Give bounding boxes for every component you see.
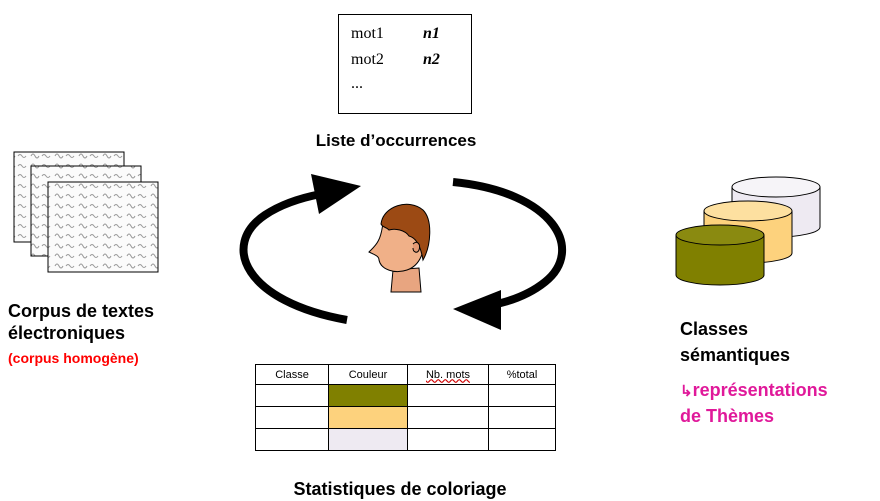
cycle-arrow-top — [239, 190, 348, 324]
turn-arrow-icon: ↳ — [680, 383, 693, 400]
cell-nb — [407, 428, 489, 451]
stats-title: Statistiques de coloriage — [293, 479, 507, 499]
cell-nb — [407, 406, 489, 429]
cell-total — [488, 384, 556, 407]
color-swatch — [328, 384, 408, 407]
corpus-subtitle: (corpus homogène) — [8, 350, 139, 366]
cell-total — [488, 406, 556, 429]
header-classe: Classe — [255, 364, 329, 385]
cell-classe — [255, 384, 329, 407]
table-row — [255, 406, 556, 429]
person-head-icon — [368, 203, 431, 293]
stats-table: Classe Couleur Nb. mots %total — [255, 364, 556, 451]
table-row — [255, 384, 556, 407]
color-swatch — [328, 406, 408, 429]
header-couleur: Couleur — [328, 364, 408, 385]
header-total: %total — [488, 364, 556, 385]
cell-total — [488, 428, 556, 451]
occurrence-row: ... — [351, 75, 363, 92]
cycle-arrowhead-bottom — [453, 290, 501, 330]
cylinder-front — [675, 224, 765, 286]
table-row — [255, 428, 556, 451]
document-page — [47, 181, 159, 273]
cycle-arrows-icon — [239, 174, 567, 330]
occurrence-list-title: Liste d’occurrences — [315, 131, 477, 150]
classes-title: Classes sémantiques — [680, 319, 791, 365]
documents-stack-icon — [13, 151, 159, 273]
themes-label: ↳représentations de Thèmes — [680, 380, 828, 426]
header-nb-mots: Nb. mots — [407, 364, 489, 385]
cycle-arrow-bottom — [452, 178, 567, 310]
database-cylinders-icon — [675, 176, 821, 286]
corpus-title: Corpus de textes électroniques — [8, 301, 155, 343]
table-header-row: Classe Couleur Nb. mots %total — [255, 364, 556, 385]
cell-nb — [407, 384, 489, 407]
cycle-arrowhead-top — [311, 174, 361, 214]
color-swatch — [328, 428, 408, 451]
cell-classe — [255, 428, 329, 451]
cell-classe — [255, 406, 329, 429]
